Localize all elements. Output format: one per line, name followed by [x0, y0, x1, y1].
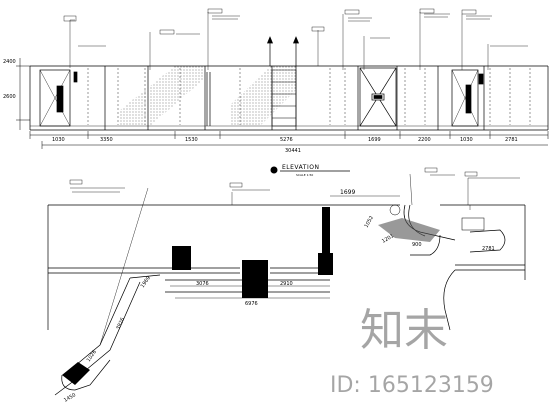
plan-fixtures [62, 204, 485, 385]
plan-dim-1969: 1969 [140, 275, 152, 289]
plan-dim-6976: 6976 [245, 301, 258, 307]
plan-dim-1052: 1052 [364, 215, 376, 229]
door-cross [359, 67, 397, 127]
door-right [451, 69, 484, 127]
dim-3350: 3350 [100, 137, 113, 143]
dim-2781: 2781 [505, 137, 518, 143]
shelving-unit [271, 69, 297, 127]
glass-partition-right [230, 66, 296, 126]
plan-view [47, 173, 526, 396]
elevation-title: ELEVATION SCALE 1:50 [270, 164, 350, 177]
dim-total: 30441 [285, 148, 301, 154]
dim-1699: 1699 [368, 137, 381, 143]
elevation-title-text: ELEVATION [282, 164, 319, 171]
dim-1030-a: 1030 [52, 137, 65, 143]
watermark-id: ID: 165123159 [330, 373, 494, 398]
plant-right [389, 204, 401, 216]
dim-2200: 2200 [418, 137, 431, 143]
dim-1530: 1530 [185, 137, 198, 143]
elevation-callouts [63, 8, 477, 35]
plan-dim-3926: 3926 [115, 317, 126, 331]
plan-callouts [69, 167, 520, 193]
height-label-2600: 2600 [3, 94, 16, 100]
plan-dim-3076: 3076 [196, 281, 209, 287]
desk-right [461, 217, 485, 231]
glass-partition-left [120, 66, 205, 126]
column-1 [172, 246, 191, 270]
watermark-logo: 知末 [360, 305, 448, 356]
plan-dim-2910: 2910 [280, 281, 293, 287]
callout-scribbles [78, 13, 528, 47]
column-3 [318, 253, 333, 275]
column-4 [322, 207, 330, 253]
right-curve-strip [378, 218, 440, 242]
plan-dim-2781: 2781 [482, 246, 495, 252]
plan-dim-900: 900 [412, 242, 422, 248]
elevation-scale-text: SCALE 1:50 [296, 173, 313, 177]
column-2 [242, 260, 268, 298]
plan-dim-1201: 1201 [381, 233, 395, 245]
door-left [39, 69, 71, 127]
watermark: 知末 ID: 165123159 [330, 305, 494, 398]
plan-dim-1699: 1699 [340, 189, 355, 196]
elevation-view [16, 12, 549, 149]
dim-1030-b: 1030 [460, 137, 473, 143]
plan-dim-1450: 1450 [63, 392, 77, 404]
bottom-flooring [62, 362, 90, 385]
plan-dim-1026: 1026 [86, 349, 98, 363]
height-label-2400: 2400 [3, 59, 16, 65]
dim-5276: 5276 [280, 137, 293, 143]
